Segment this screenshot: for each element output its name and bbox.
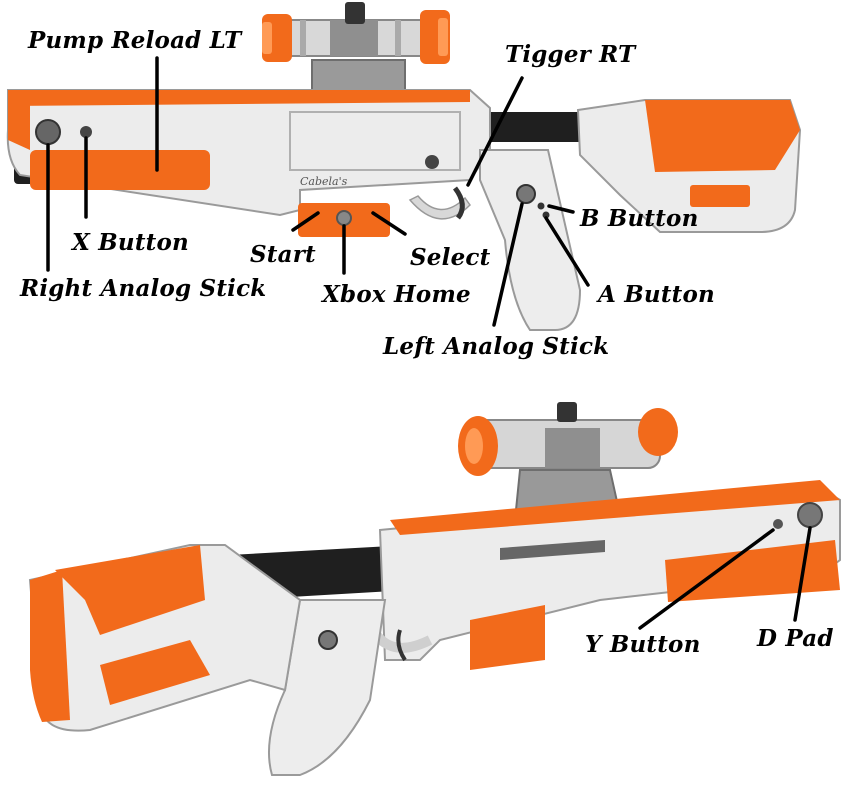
callout-line-left-analog-stick <box>492 202 524 327</box>
grip-top <box>479 149 582 331</box>
stock-pad-bottom <box>55 545 205 635</box>
gun-bottom <box>28 402 841 776</box>
callout-line-select <box>371 211 407 236</box>
left-analog-stick-icon <box>516 184 536 204</box>
y-button-icon <box>773 519 783 529</box>
scope-bottom <box>458 402 678 522</box>
pump-forend-top <box>30 150 210 190</box>
label-xbox-home: Xbox Home <box>322 281 471 308</box>
label-start: Start <box>250 241 316 268</box>
xbox-home-button-icon <box>336 210 352 226</box>
label-a-button: A Button <box>598 281 715 308</box>
label-b-button: B Button <box>580 205 699 232</box>
callout-line-start <box>291 211 320 232</box>
grip-bottom <box>267 599 387 776</box>
label-right-analog-stick: Right Analog Stick <box>20 275 267 302</box>
stock-pad-top <box>645 100 800 172</box>
label-x-button: X Button <box>72 229 189 256</box>
label-pump-reload-lt: Pump Reload LT <box>28 27 242 54</box>
label-left-analog-stick: Left Analog Stick <box>383 333 610 360</box>
x-button-icon <box>80 126 92 138</box>
pump-forend-bottom <box>665 540 840 602</box>
callout-line-b-button <box>547 204 575 214</box>
d-pad-icon <box>797 502 823 528</box>
label-d-pad: D Pad <box>757 625 834 652</box>
label-y-button: Y Button <box>585 631 701 658</box>
callout-line-tigger-rt <box>466 76 524 187</box>
scope-top <box>262 2 450 64</box>
label-tigger-rt: Tigger RT <box>505 41 636 68</box>
trigger-rt-icon <box>452 186 465 220</box>
brand-logo-top: Cabela's <box>300 175 348 188</box>
callout-line-a-button <box>544 216 590 287</box>
callout-line-y-button <box>638 528 775 630</box>
label-select: Select <box>410 244 491 271</box>
gun-top: Cabela's <box>6 2 802 331</box>
right-analog-stick-icon <box>35 119 61 145</box>
callout-line-d-pad <box>793 526 812 622</box>
callout-lines <box>46 56 812 630</box>
